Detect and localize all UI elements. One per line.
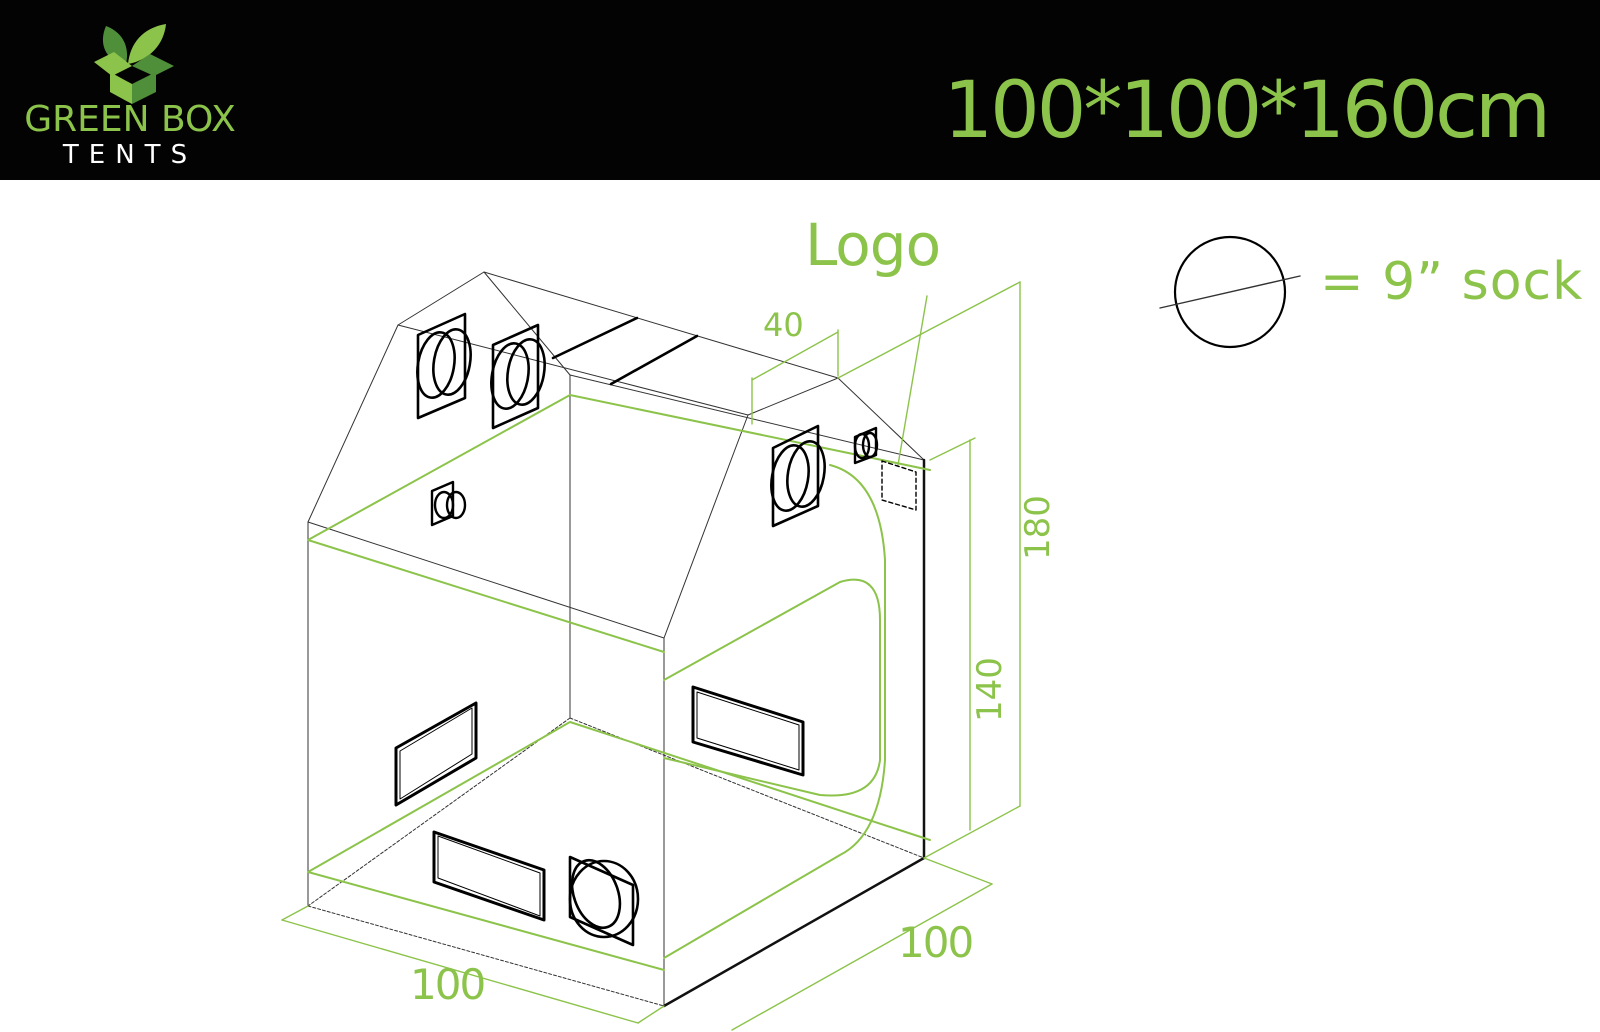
tent-edge-bold <box>662 458 926 1008</box>
vent-sock-icon <box>770 424 826 528</box>
dimension-lines <box>281 281 1021 1031</box>
window-icon <box>432 830 546 922</box>
header-bar: GREEN BOX TENTS 100*100*160cm <box>0 0 1600 180</box>
vent-sock-icon <box>490 323 546 430</box>
door-height-label: 140 <box>970 657 1010 722</box>
small-port-icon <box>853 426 879 465</box>
small-port-icon <box>430 480 467 527</box>
leaf-box-icon <box>94 24 174 104</box>
brand-subtitle: TENTS <box>62 140 198 170</box>
vent-sock-icon <box>416 312 472 420</box>
total-height-label: 180 <box>1018 495 1058 560</box>
logo-placeholder <box>881 460 917 511</box>
tent-frame-lines <box>307 271 925 1007</box>
window-icon <box>691 685 805 777</box>
legend-text: = 9” sock <box>1320 252 1584 312</box>
vent-sock-icon <box>568 855 640 947</box>
brand-name: GREEN BOX <box>24 99 236 140</box>
brand-logo: GREEN BOX TENTS <box>14 14 236 174</box>
roof-strap-lines <box>551 316 699 386</box>
vent-circle-icon <box>1159 235 1301 349</box>
dimensions-title: 100*100*160cm <box>943 66 1551 156</box>
zipper-lines <box>307 394 931 971</box>
logo-label: Logo <box>805 211 941 279</box>
depth-label: 100 <box>898 918 974 967</box>
window-icon <box>394 701 478 807</box>
width-label: 100 <box>410 960 486 1009</box>
logo-offset-label: 40 <box>763 306 804 344</box>
